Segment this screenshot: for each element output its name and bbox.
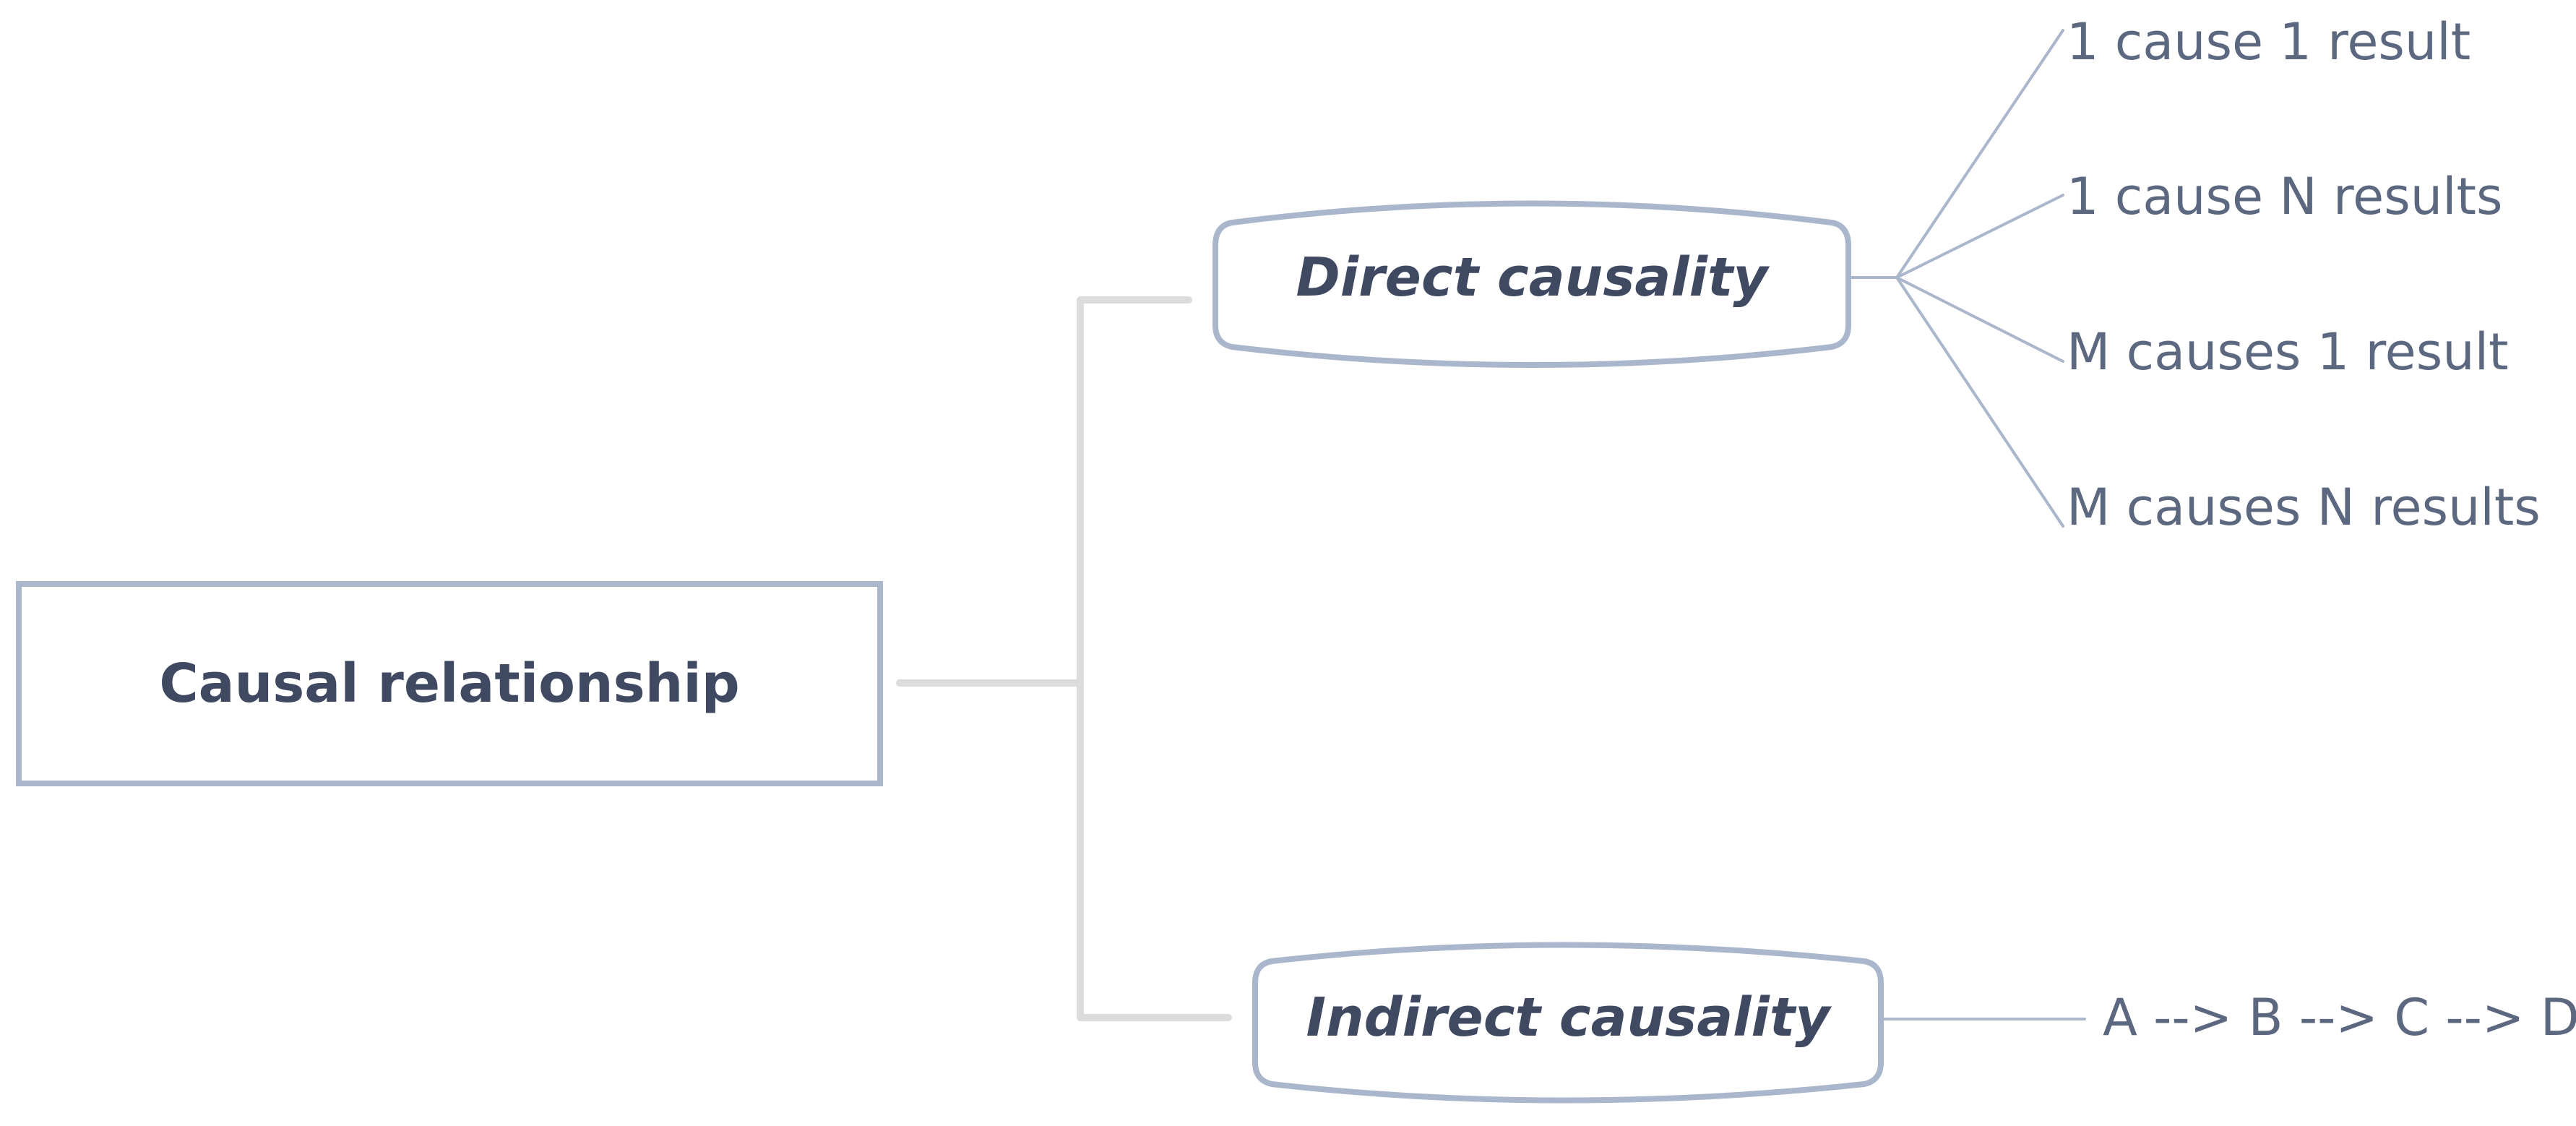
leaf-labels: 1 cause 1 result 1 cause N results M cau…	[2067, 12, 2576, 1047]
connector-leaf-2	[1895, 194, 2064, 279]
branch-node-indirect[interactable]: Indirect causality	[1252, 942, 1884, 1104]
connector-leaf-4	[1895, 276, 2064, 528]
leaf-connectors	[1847, 29, 2086, 1020]
trunk-connectors	[896, 296, 1232, 1021]
root-node-label: Causal relationship	[159, 653, 739, 715]
branch-node-direct-label: Direct causality	[1296, 246, 1770, 309]
root-node[interactable]: Causal relationship	[16, 581, 883, 786]
leaf-label-5: A --> B --> C --> D	[2103, 988, 2576, 1047]
branch-node-indirect-label: Indirect causality	[1306, 987, 1832, 1049]
root-node-box	[16, 581, 883, 786]
leaf-label-4: M causes N results	[2067, 478, 2541, 537]
connector-leaf-1	[1895, 29, 2064, 279]
connector-trunk-vertical	[1077, 296, 1192, 687]
branch-node-direct-shape	[1212, 200, 1851, 368]
branch-node-direct[interactable]: Direct causality	[1212, 200, 1851, 368]
connector-trunk-to-indirect	[1077, 679, 1232, 1021]
leaf-label-3: M causes 1 result	[2067, 322, 2508, 382]
leaf-label-1: 1 cause 1 result	[2067, 12, 2471, 72]
branch-node-indirect-shape	[1252, 942, 1884, 1104]
connector-leaf-3	[1895, 276, 2064, 363]
leaf-label-2: 1 cause N results	[2067, 167, 2502, 226]
